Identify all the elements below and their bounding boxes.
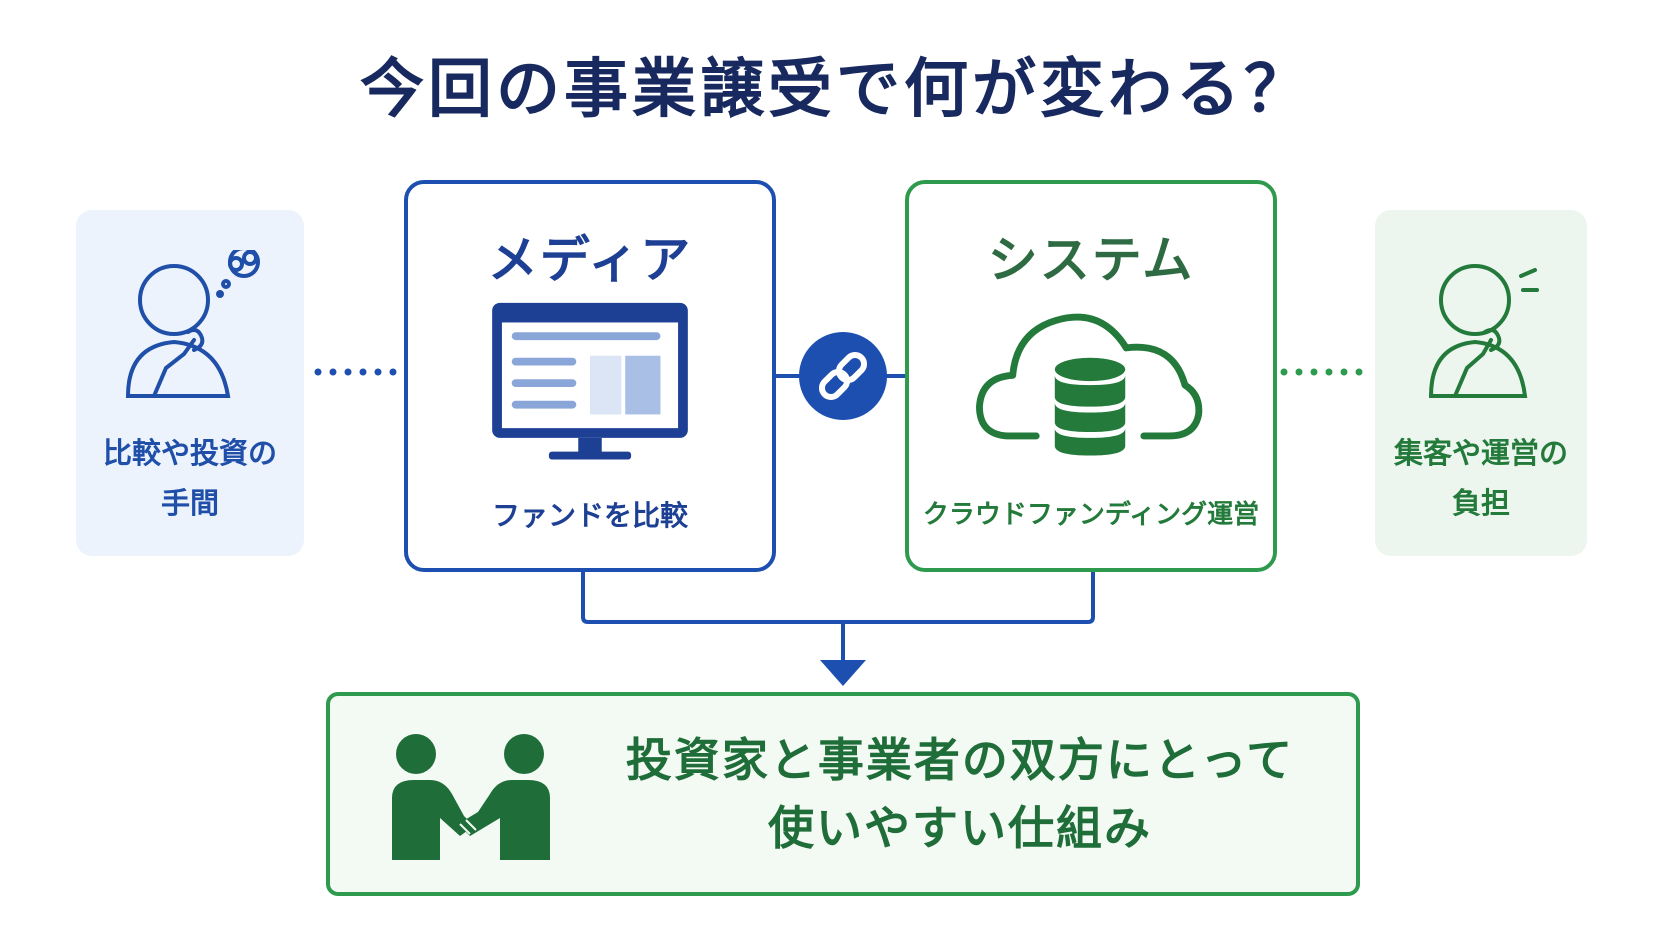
benefit-message: 投資家と事業者の双方にとって 使いやすい仕組み (625, 733, 1295, 855)
media-card: メディア ファンドを比較 (404, 180, 776, 572)
operator-pain-card: 集客や運営の 負担 (1375, 210, 1587, 556)
handshake-icon (392, 734, 550, 860)
down-arrow-icon (820, 660, 866, 686)
system-heading: システム (987, 231, 1195, 289)
worried-person-icon (1428, 264, 1539, 398)
media-subtitle: ファンドを比較 (491, 499, 688, 532)
media-heading: メディア (487, 231, 693, 289)
benefit-card: 投資家と事業者の双方にとって 使いやすい仕組み (326, 692, 1360, 896)
system-card: システム クラウドファンディング運営 (905, 180, 1277, 572)
investor-pain-card: 比較や投資の 手間 (76, 210, 304, 556)
system-subtitle: クラウドファンディング運営 (922, 500, 1260, 530)
link-icon (799, 332, 887, 420)
cloud-database-icon (976, 313, 1203, 456)
thinking-person-icon (125, 250, 260, 398)
investor-pain-text: 比較や投資の 手間 (102, 436, 277, 520)
page-title: 今回の事業譲受で何が変わる？ (360, 53, 1312, 127)
operator-pain-text: 集客や運営の 負担 (1393, 436, 1568, 520)
merge-connector (581, 572, 1095, 624)
monitor-icon (492, 302, 688, 460)
